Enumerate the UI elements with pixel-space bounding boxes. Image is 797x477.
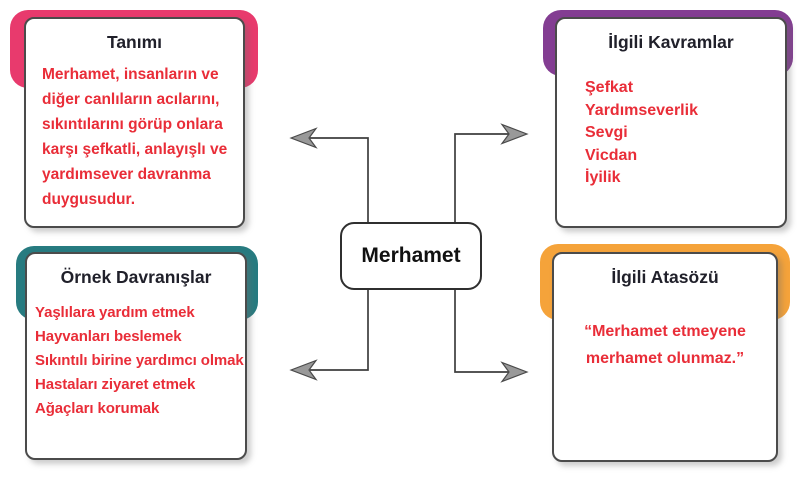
connector-top-left [289,127,369,222]
list-item: Vicdan [585,146,638,164]
concepts-card-title: İlgili Kavramlar [608,32,734,52]
list-item: Yaşlılara yardım etmek [35,304,195,321]
list-item: Hastaları ziyaret etmek [35,376,196,393]
central-topic-label: Merhamet [361,244,461,267]
behaviors-card: Örnek Davranışlar Yaşlılara yardım etmek… [25,252,247,460]
connector-bottom-left [289,290,369,381]
connector-bottom-right [454,290,529,383]
behaviors-card-title: Örnek Davranışlar [60,267,212,287]
list-item: Yardımseverlik [585,101,698,119]
arrowhead-left-top-icon [289,127,318,149]
list-item: Sıkıntılı birine yardımcı olmak [35,352,244,369]
behaviors-list: Yaşlılara yardım etmek Hayvanları beslem… [27,301,245,421]
proverb-quote: “Merhamet etmeyene merhamet olunmaz.” [584,323,746,367]
list-item: Hayvanları beslemek [35,328,182,345]
arrowhead-left-bottom-icon [289,359,318,381]
definition-card: Tanımı Merhamet, insanların ve diğer can… [24,17,245,228]
proverb-card-title: İlgili Atasözü [611,267,719,287]
definition-card-body: Merhamet, insanların ve diğer canlıların… [42,66,228,208]
list-item: Şefkat [585,79,634,96]
list-item: Sevgi [585,124,628,141]
central-topic-box: Merhamet [340,222,482,290]
arrowhead-right-bottom-icon [500,361,529,383]
concepts-list: Şefkat Yardımseverlik Sevgi Vicdan İyili… [557,77,785,190]
arrowhead-right-top-icon [500,123,529,145]
list-item: Ağaçları korumak [35,400,160,417]
definition-card-title: Tanımı [106,32,163,52]
concepts-card: İlgili Kavramlar Şefkat Yardımseverlik S… [555,17,787,228]
connector-top-right [454,123,529,222]
list-item: İyilik [585,169,621,186]
proverb-card: İlgili Atasözü “Merhamet etmeyene merham… [552,252,778,462]
